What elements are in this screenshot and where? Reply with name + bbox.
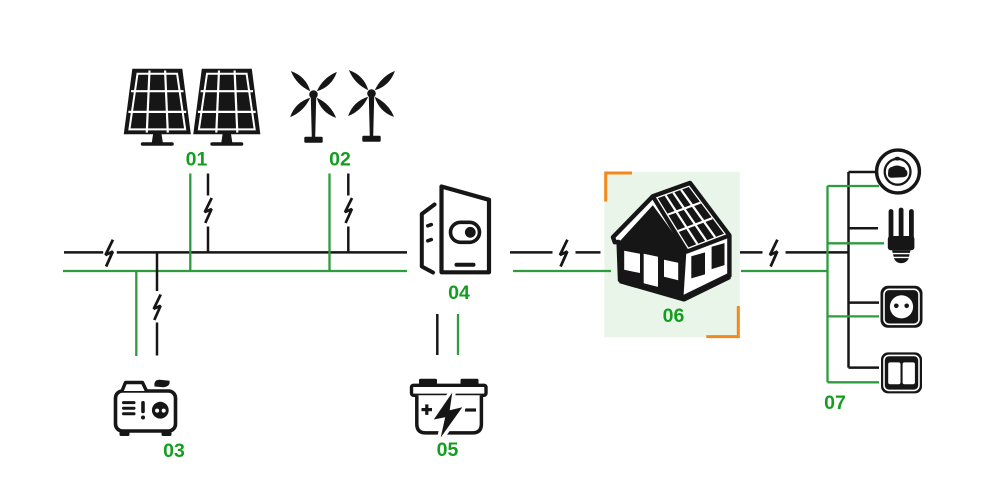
svg-text:01: 01 bbox=[186, 149, 208, 171]
svg-text:03: 03 bbox=[163, 440, 185, 462]
svg-text:07: 07 bbox=[824, 392, 846, 414]
svg-text:06: 06 bbox=[663, 305, 685, 327]
svg-text:02: 02 bbox=[329, 149, 351, 171]
svg-text:04: 04 bbox=[448, 282, 470, 304]
svg-text:05: 05 bbox=[437, 439, 459, 461]
